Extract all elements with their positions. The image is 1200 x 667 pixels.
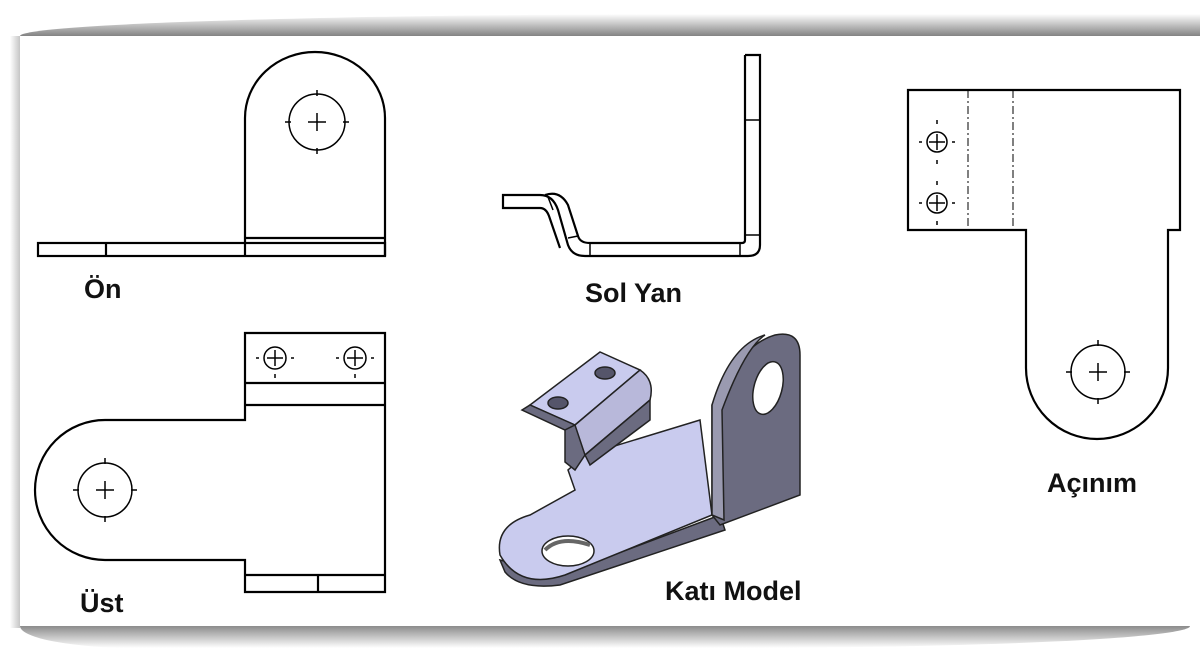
frame-shadow-top bbox=[20, 14, 1200, 36]
frame-shadow-bottom bbox=[20, 626, 1190, 648]
top-view-label: Üst bbox=[80, 588, 124, 618]
flat-pattern-view: Açınım bbox=[906, 88, 1182, 498]
flat-pattern-label: Açınım bbox=[1047, 468, 1137, 498]
left-side-view: Sol Yan bbox=[501, 53, 762, 308]
frame-shadow-left bbox=[10, 36, 20, 628]
solid-model-label: Katı Model bbox=[665, 576, 802, 606]
front-view: Ön bbox=[36, 50, 387, 304]
left-side-view-label: Sol Yan bbox=[585, 278, 682, 308]
top-view: Üst bbox=[33, 331, 387, 618]
solid-model: Katı Model bbox=[498, 333, 802, 606]
front-view-label: Ön bbox=[84, 274, 122, 304]
